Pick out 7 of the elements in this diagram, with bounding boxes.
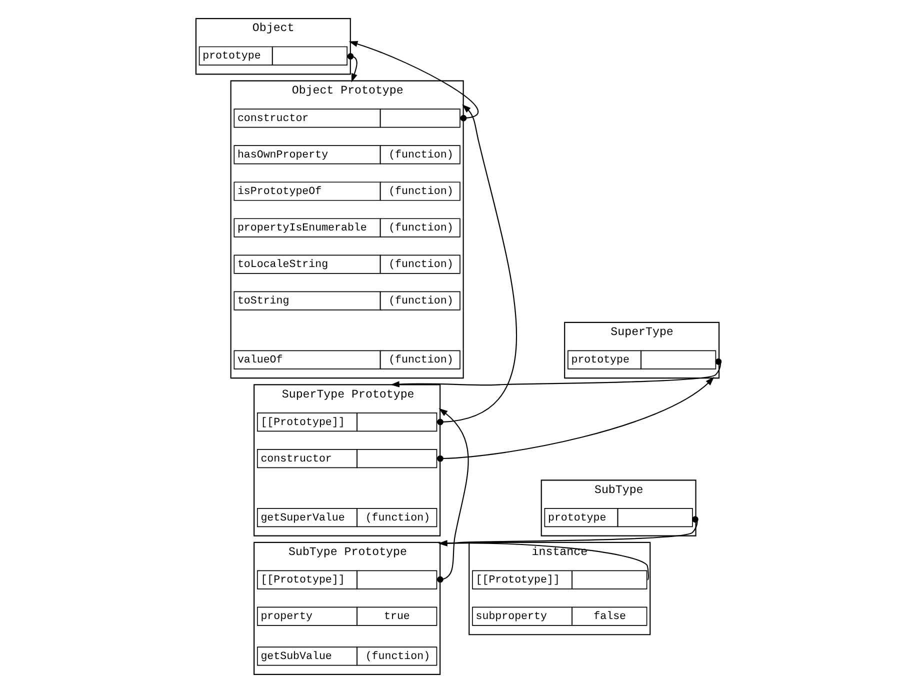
arrow [347,53,358,82]
arrow [437,104,517,426]
arrow [437,408,469,583]
arrow [390,358,722,388]
arrow [438,516,698,546]
arrow [437,376,714,462]
arrow [348,40,478,122]
